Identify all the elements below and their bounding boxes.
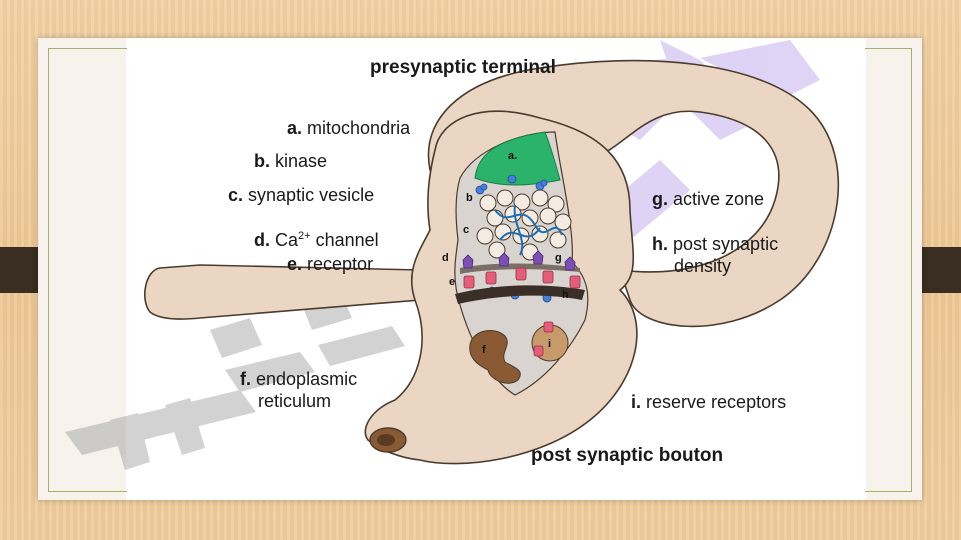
reserve-receptors-vesicle: [531, 321, 569, 362]
postsynaptic-density: [455, 285, 585, 304]
label-active-zone: g. active zone: [652, 189, 765, 209]
inner-letter-g: g: [555, 252, 562, 264]
label-reserve-receptors: i. reserve receptors: [631, 392, 787, 412]
cytoskeleton-filaments: [494, 204, 563, 256]
receptor-markers: [463, 267, 581, 289]
inner-letter-c: c: [463, 224, 470, 236]
right-frame-line: [865, 48, 912, 492]
post-tube-left: [144, 264, 421, 320]
title-post-synaptic-bouton: post synaptic bouton: [531, 445, 724, 466]
mitochondria-shape: [474, 131, 561, 186]
inner-letter-e: e: [449, 276, 456, 288]
endoplasmic-reticulum: [469, 330, 521, 384]
label-receptor: e. receptor: [287, 254, 374, 274]
inner-letter-h: h: [562, 289, 569, 301]
calcium-channels: [462, 250, 576, 271]
slide-left-band: [38, 38, 126, 500]
inner-letter-i: i: [548, 338, 552, 350]
label-kinase: b. kinase: [254, 151, 328, 171]
inner-letter-d: d: [442, 252, 449, 264]
slide-right-band: [866, 38, 922, 500]
label-mitochondria: a. mitochondria: [287, 118, 411, 138]
label-synaptic-vesicle: c. synaptic vesicle: [228, 185, 375, 205]
left-frame-line: [48, 48, 127, 492]
title-presynaptic-terminal: presynaptic terminal: [370, 57, 556, 78]
inner-letter-b: b: [466, 192, 473, 204]
inner-letter-a: a.: [508, 150, 518, 162]
inner-letter-f: f: [482, 344, 486, 356]
stump-end: [369, 427, 407, 453]
label-calcium-channel: d. Ca2+ channel: [254, 230, 379, 250]
